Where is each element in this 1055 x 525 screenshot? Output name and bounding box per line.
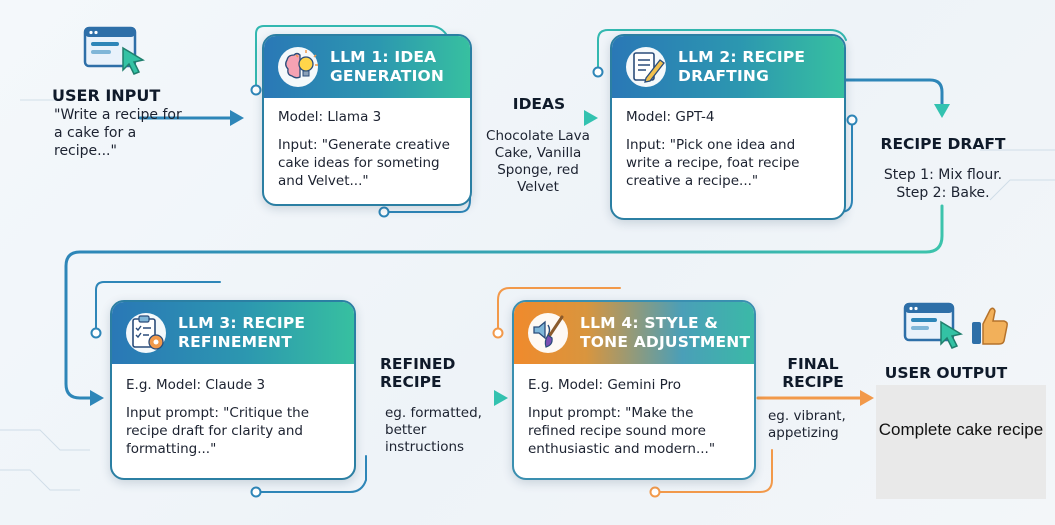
- arrowhead: [90, 390, 104, 406]
- recipe-draft-step1: Step 1: Mix flour.: [883, 167, 1003, 183]
- final-label-line2: RECIPE: [782, 373, 844, 391]
- arrowhead: [934, 104, 950, 118]
- llm4-trace-bottom: [654, 449, 773, 493]
- final-text: eg. vibrant, appetizing: [768, 408, 846, 441]
- llm2-trace-top: [597, 29, 847, 73]
- user-input-title: USER INPUT: [52, 86, 161, 105]
- llm2-title-line1: LLM 2: RECIPE: [678, 48, 806, 66]
- final-output-box: Complete cake recipe: [876, 385, 1046, 499]
- arrow-draft-to-llm3: [64, 204, 944, 400]
- llm2-model: Model: GPT-4: [626, 109, 715, 125]
- refined-label-line2: RECIPE: [380, 373, 442, 391]
- llm1-input: Input: "Generate creative cake ideas for…: [278, 137, 450, 189]
- llm4-trace-top: [497, 287, 621, 331]
- ideas-label: IDEAS: [512, 95, 566, 113]
- trace-node: [90, 327, 102, 339]
- llm3-model: E.g. Model: Claude 3: [126, 377, 266, 393]
- refined-text: eg. formatted, better instructions: [385, 405, 482, 455]
- brush-speaker-icon: [528, 313, 568, 353]
- arrowhead: [584, 110, 598, 126]
- refined-label-line1: REFINED: [380, 355, 456, 373]
- llm3-title-line1: LLM 3: RECIPE: [178, 314, 306, 332]
- llm3-input: Input prompt: "Critique the recipe draft…: [126, 405, 310, 457]
- llm4-model: E.g. Model: Gemini Pro: [528, 377, 682, 393]
- recipe-draft-step2: Step 2: Bake.: [896, 185, 990, 201]
- llm3-header: LLM 3: RECIPE REFINEMENT: [112, 302, 354, 364]
- thumbs-up-icon: [970, 304, 1010, 348]
- background-circuit-traces: [0, 99, 1055, 491]
- trace-node: [378, 206, 390, 218]
- document-pen-icon: [626, 47, 666, 87]
- trace-node: [649, 486, 661, 498]
- browser-cursor-icon: [903, 300, 965, 350]
- llm4-title-line1: LLM 4: STYLE &: [580, 314, 719, 332]
- user-output-title: USER OUTPUT: [884, 364, 1008, 382]
- llm3-trace-left: [95, 281, 221, 331]
- trace-node: [846, 114, 858, 126]
- trace-node: [250, 84, 262, 96]
- final-label-line1: FINAL: [787, 355, 839, 373]
- trace-node: [250, 486, 262, 498]
- llm4-card: LLM 4: STYLE & TONE ADJUSTMENT E.g. Mode…: [512, 300, 756, 480]
- llm3-title-line2: REFINEMENT: [178, 333, 292, 351]
- llm1-title-line2: GENERATION: [330, 67, 445, 85]
- user-input-text: "Write a recipe for a cake for a recipe.…: [54, 107, 182, 159]
- llm1-trace-top: [255, 25, 447, 87]
- llm4-header: LLM 4: STYLE & TONE ADJUSTMENT: [514, 302, 754, 364]
- clipboard-gear-icon: [126, 313, 166, 353]
- llm2-card: LLM 2: RECIPE DRAFTING Model: GPT-4 Inpu…: [610, 34, 846, 220]
- llm1-card: LLM 1: IDEA GENERATION Model: Llama 3 In…: [262, 34, 472, 206]
- llm2-input: Input: "Pick one idea and write a recipe…: [626, 137, 800, 189]
- llm3-trace-bottom: [255, 455, 367, 493]
- browser-cursor-icon: [83, 24, 149, 76]
- llm4-input: Input prompt: "Make the refined recipe s…: [528, 405, 716, 457]
- final-output-text: Complete cake recipe: [878, 420, 1044, 439]
- arrow-llm2-to-draft: [844, 78, 944, 108]
- llm1-header: LLM 1: IDEA GENERATION: [264, 36, 470, 98]
- recipe-draft-label: RECIPE DRAFT: [880, 135, 1006, 153]
- llm2-title-line2: DRAFTING: [678, 67, 770, 85]
- llm3-card: LLM 3: RECIPE REFINEMENT E.g. Model: Cla…: [110, 300, 356, 480]
- arrowhead: [494, 390, 508, 406]
- arrowhead: [860, 390, 874, 406]
- arrowhead: [230, 110, 244, 126]
- llm1-title-line1: LLM 1: IDEA: [330, 48, 437, 66]
- trace-node: [492, 327, 504, 339]
- llm1-trace-bottom: [383, 119, 471, 213]
- llm1-model: Model: Llama 3: [278, 109, 382, 125]
- llm2-header: LLM 2: RECIPE DRAFTING: [612, 36, 844, 98]
- trace-node: [592, 66, 604, 78]
- llm4-title-line2: TONE ADJUSTMENT: [580, 333, 751, 351]
- brain-lightbulb-icon: [278, 47, 318, 87]
- ideas-text: Chocolate Lava Cake, Vanilla Sponge, red…: [486, 128, 590, 195]
